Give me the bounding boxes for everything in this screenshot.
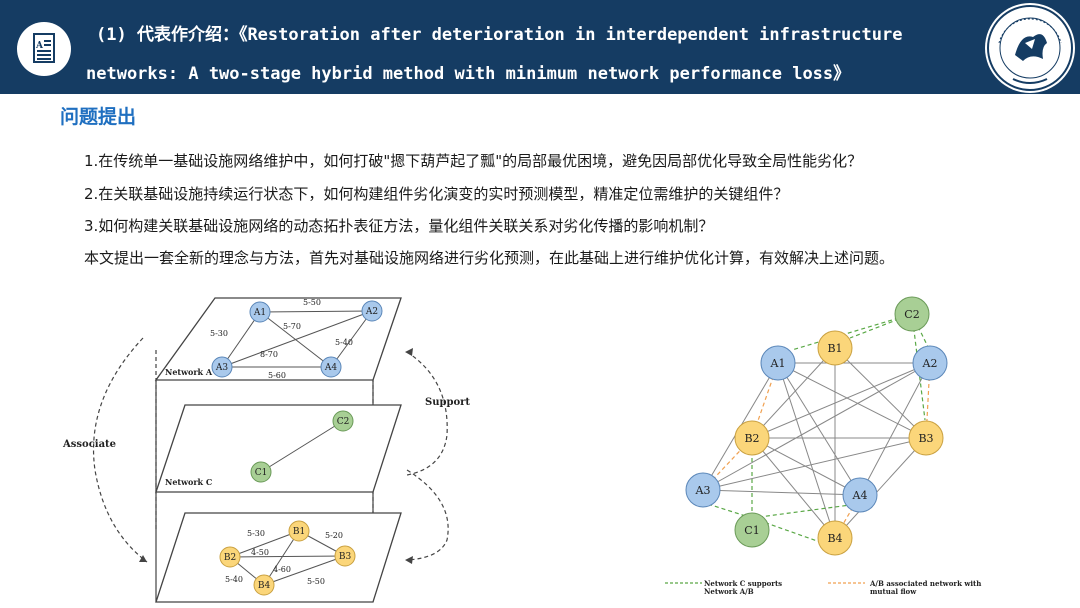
network-c-label: Network C: [165, 477, 212, 487]
question-3: 3.如何构建关联基础设施网络的动态拓扑表征方法，量化组件关联关系对劣化传播的影响…: [84, 217, 714, 235]
node-a2: A2: [365, 307, 378, 317]
node-c2: C2: [904, 308, 919, 321]
edge-label: 5-40: [225, 575, 243, 584]
university-seal-logo: [985, 3, 1075, 93]
node-a4: A4: [324, 363, 337, 373]
edge-label: 8-70: [260, 350, 278, 359]
edge-label: 5-60: [268, 371, 286, 380]
node-b3: B3: [918, 432, 933, 445]
question-1: 1.在传统单一基础设施网络维护中，如何打破"摁下葫芦起了瓢"的局部最优困境，避免…: [84, 152, 863, 170]
interdependent-network-graph: C2 A1 B1 A2 B2 B3 A3 A4 C1 B4 Network C …: [665, 296, 981, 596]
node-b1: B1: [293, 527, 305, 537]
node-b2: B2: [224, 553, 236, 563]
legend-mutual-label: mutual flow: [870, 587, 917, 596]
edge-label: 5-30: [210, 329, 228, 338]
edge-label: 5-30: [247, 529, 265, 538]
node-c1: C1: [255, 468, 268, 478]
node-a2: A2: [922, 357, 938, 370]
layered-network-diagram: 5-50 5-70 5-30 8-70 5-40 5-60 A1 A2 A3 A…: [62, 297, 470, 603]
legend-mutual-label: A/B associated network with: [869, 579, 981, 588]
edge-label: 4-50: [251, 548, 269, 557]
node-b4: B4: [827, 532, 842, 545]
edge-label: 5-40: [335, 338, 353, 347]
node-b3: B3: [339, 552, 352, 562]
header-title-line2: networks: A two-stage hybrid method with…: [86, 64, 851, 84]
svg-text:A: A: [35, 41, 44, 51]
header-title-line1: (1) 代表作介绍：《Restoration after deteriorati…: [96, 25, 903, 45]
node-c1: C1: [744, 524, 759, 537]
edge-label: 5-50: [303, 298, 321, 307]
edge-label: 5-50: [307, 577, 325, 586]
summary-paragraph: 本文提出一套全新的理念与方法，首先对基础设施网络进行劣化预测，在此基础上进行维护…: [84, 249, 895, 267]
question-2: 2.在关联基础设施持续运行状态下，如何构建组件劣化演变的实时预测模型，精准定位需…: [84, 185, 789, 203]
associate-label: Associate: [62, 439, 116, 450]
node-b1: B1: [827, 342, 842, 355]
network-a-label: Network A: [165, 367, 213, 377]
legend-support-label: Network C supports: [704, 579, 782, 588]
node-a3: A3: [695, 484, 711, 497]
edge-label: 5-20: [325, 531, 343, 540]
support-label: Support: [425, 397, 470, 408]
node-b4: B4: [258, 581, 271, 591]
node-a1: A1: [770, 357, 786, 370]
document-icon: A: [17, 22, 71, 76]
legend-support-label: Network A/B: [704, 587, 754, 596]
node-a3: A3: [215, 363, 228, 373]
section-title: 问题提出: [60, 106, 137, 128]
edge-label: 5-70: [283, 322, 301, 331]
node-a1: A1: [253, 308, 266, 318]
slide-header: A (1) 代表作介绍：《Restoration after deteriora…: [0, 0, 1080, 94]
node-a4: A4: [852, 489, 868, 502]
node-b2: B2: [744, 432, 759, 445]
node-c2: C2: [337, 417, 350, 427]
edge-label: 4-60: [273, 565, 291, 574]
